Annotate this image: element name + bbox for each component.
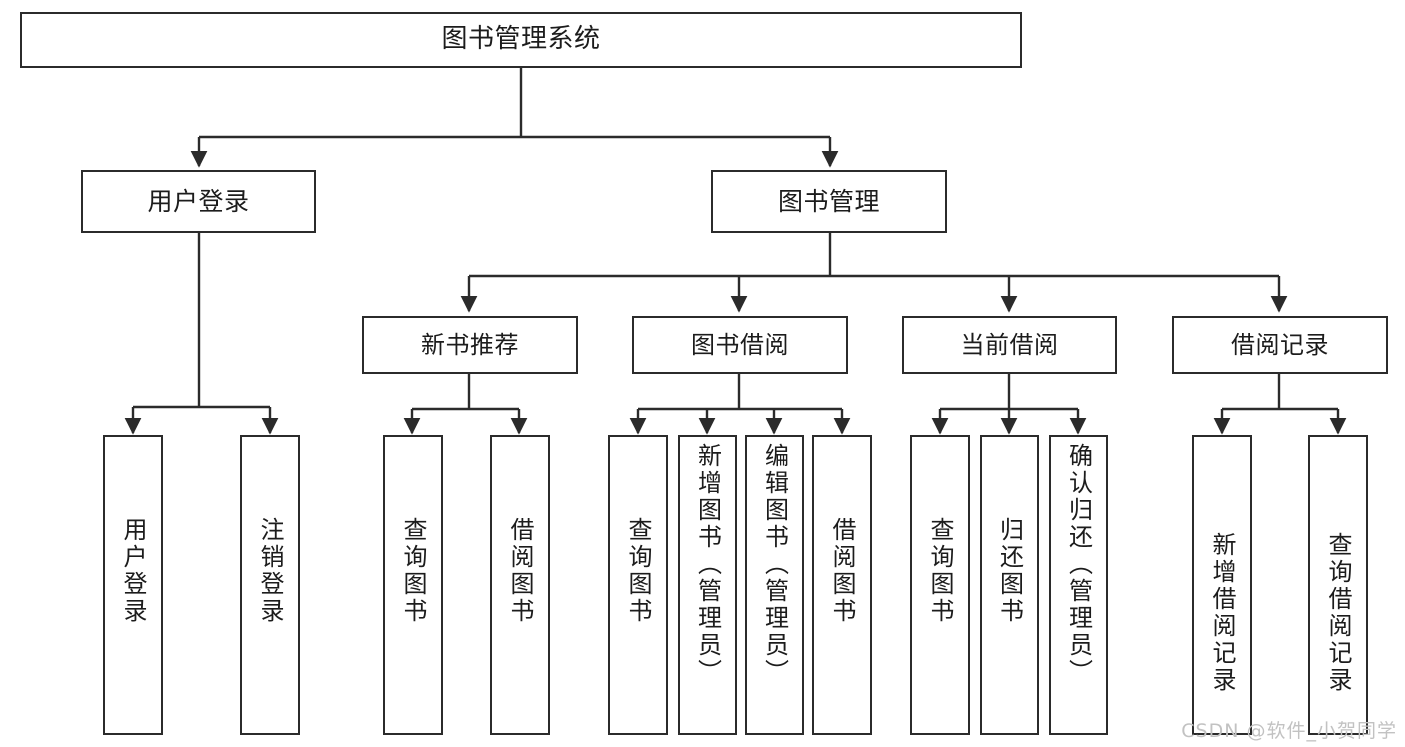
leaf-borrow-book-recommend[interactable]: 借阅图书: [490, 435, 550, 735]
leaf-logout[interactable]: 注销登录: [240, 435, 300, 735]
node-borrow-record[interactable]: 借阅记录: [1172, 316, 1388, 374]
node-book-manage-label: 图书管理: [777, 186, 880, 216]
leaf-user-login[interactable]: 用户登录: [103, 435, 163, 735]
leaf-borrow-book-borrow[interactable]: 借阅图书: [812, 435, 872, 735]
leaf-query-book-borrow[interactable]: 查询图书: [608, 435, 668, 735]
leaf-add-book-label: 新增图书（管理员）: [693, 443, 722, 686]
node-current-borrow[interactable]: 当前借阅: [902, 316, 1117, 374]
node-current-borrow-label: 当前借阅: [960, 330, 1059, 359]
leaf-return-book[interactable]: 归还图书: [980, 435, 1039, 735]
leaf-add-book[interactable]: 新增图书（管理员）: [678, 435, 737, 735]
leaf-query-book-current[interactable]: 查询图书: [910, 435, 970, 735]
leaf-query-book-borrow-label: 查询图书: [624, 517, 652, 625]
leaf-confirm-return[interactable]: 确认归还（管理员）: [1049, 435, 1108, 735]
leaf-add-borrow-record-label: 新增借阅记录: [1208, 532, 1236, 694]
leaf-borrow-book-recommend-label: 借阅图书: [506, 517, 534, 625]
node-user-login-label: 用户登录: [147, 186, 250, 216]
leaf-confirm-return-label: 确认归还（管理员）: [1064, 443, 1093, 686]
node-new-book-recommend-label: 新书推荐: [421, 330, 519, 359]
leaf-user-login-label: 用户登录: [119, 517, 147, 625]
leaf-query-borrow-record[interactable]: 查询借阅记录: [1308, 435, 1368, 735]
leaf-query-book-recommend-label: 查询图书: [399, 517, 427, 625]
leaf-query-book-recommend[interactable]: 查询图书: [383, 435, 443, 735]
node-root-label: 图书管理系统: [441, 24, 601, 55]
leaf-edit-book-label: 编辑图书（管理员）: [760, 443, 789, 686]
node-borrow-record-label: 借阅记录: [1231, 330, 1329, 359]
csdn-watermark: CSDN @软件_小贺同学: [1181, 720, 1397, 742]
leaf-query-book-current-label: 查询图书: [926, 517, 954, 625]
node-book-borrow-label: 图书借阅: [691, 330, 789, 359]
node-book-borrow[interactable]: 图书借阅: [632, 316, 848, 374]
leaf-edit-book[interactable]: 编辑图书（管理员）: [745, 435, 804, 735]
leaf-add-borrow-record[interactable]: 新增借阅记录: [1192, 435, 1252, 735]
leaf-logout-label: 注销登录: [256, 517, 284, 625]
leaf-borrow-book-borrow-label: 借阅图书: [828, 517, 856, 625]
node-root[interactable]: 图书管理系统: [20, 12, 1022, 68]
leaf-return-book-label: 归还图书: [995, 517, 1024, 625]
node-new-book-recommend[interactable]: 新书推荐: [362, 316, 578, 374]
node-user-login[interactable]: 用户登录: [81, 170, 316, 233]
leaf-query-borrow-record-label: 查询借阅记录: [1324, 532, 1352, 694]
node-book-manage[interactable]: 图书管理: [711, 170, 947, 233]
